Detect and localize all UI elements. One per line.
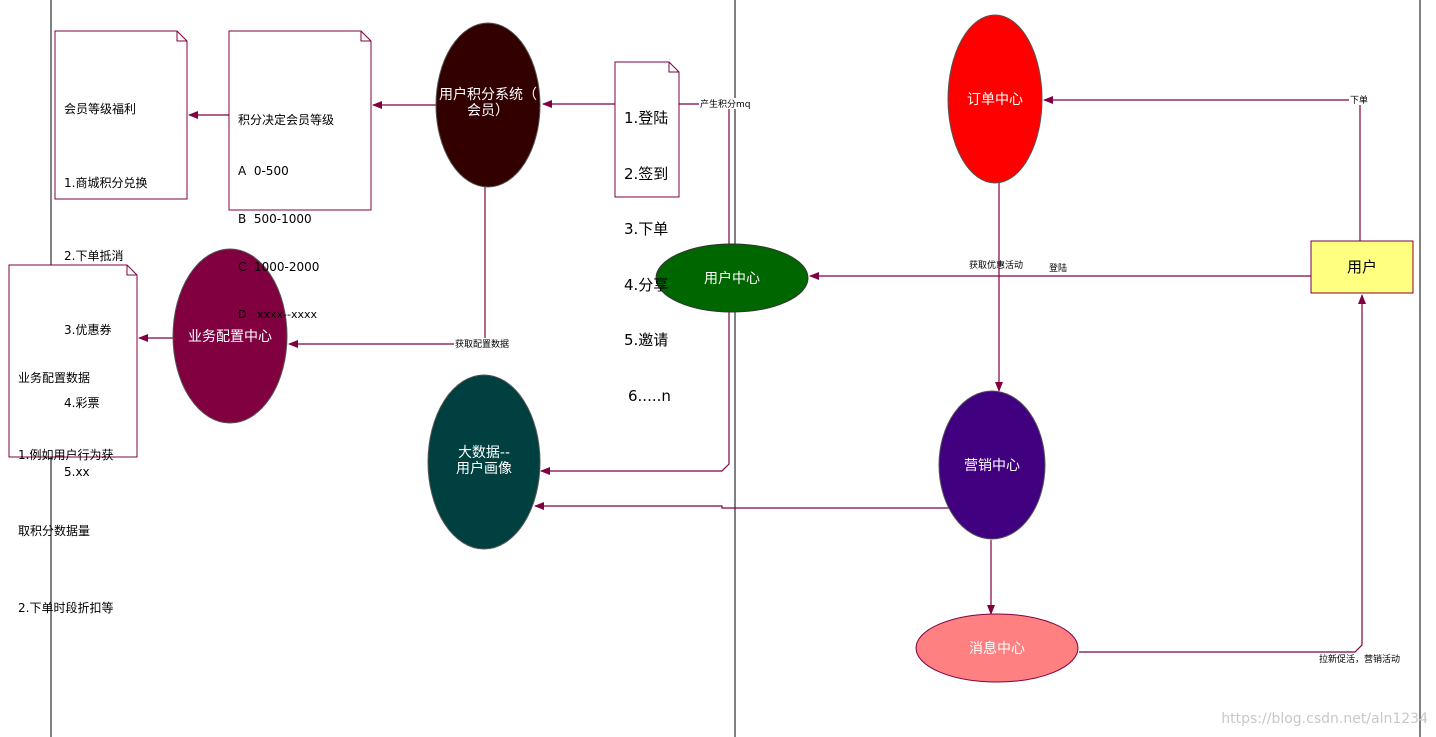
- marketing-center-node: [938, 390, 1046, 540]
- actions-line: 1.登陆: [624, 109, 669, 127]
- actions-line: 2.签到: [624, 164, 669, 183]
- benefits-line: 3.优惠券: [64, 322, 112, 337]
- order-center-label: 订单中心: [967, 92, 1023, 108]
- biz-config-node: [172, 248, 288, 424]
- points-system-node: [435, 22, 541, 188]
- marketing-center-label: 营销中心: [964, 458, 1020, 474]
- watermark: https://blog.csdn.net/aln1234: [1221, 711, 1428, 727]
- actions-line: 5.邀请: [624, 331, 669, 349]
- points-system-label-1: 用户积分系统（: [439, 86, 537, 103]
- bigdata-label-2: 用户画像: [456, 460, 512, 477]
- benefits-note-text: 会员等级福利 1.商城积分兑换 2.下单抵消 3.优惠券 4.彩票 5.xx: [64, 48, 147, 503]
- actions-line: 4.分享: [624, 275, 669, 294]
- edge-label-order: 下单: [1350, 94, 1368, 106]
- config-line: 取积分数据量: [18, 524, 91, 538]
- benefits-note: [54, 30, 188, 200]
- user-label: 用户: [1347, 258, 1377, 276]
- actions-line: 6.....n: [628, 386, 671, 405]
- order-center-node: [947, 14, 1043, 184]
- edge-label-get-config: 获取配置数据: [455, 338, 509, 350]
- message-center-node: [915, 613, 1079, 683]
- config-line: 业务配置数据: [18, 371, 91, 385]
- edge-label-get-promo: 获取优惠活动: [969, 259, 1023, 271]
- bigdata-label-1: 大数据--: [458, 445, 510, 461]
- levels-note: [228, 30, 372, 211]
- levels-line: C 1000-2000: [238, 260, 320, 274]
- message-center-label: 消息中心: [969, 640, 1025, 657]
- actions-note: [614, 61, 680, 198]
- user-node: [1310, 240, 1414, 294]
- biz-config-label: 业务配置中心: [188, 329, 272, 345]
- benefits-line: 4.彩票: [64, 396, 100, 410]
- edge-label-mq: 产生积分mq: [700, 98, 750, 110]
- benefits-line: 会员等级福利: [64, 102, 137, 116]
- config-note-text: 业务配置数据 1.例如用户行为获 取积分数据量 2.下单时段折扣等: [18, 315, 113, 647]
- user-center-node: [655, 243, 809, 313]
- edge-mq: [679, 103, 730, 245]
- levels-line: D xxxx--xxxx: [238, 308, 317, 321]
- edge-label-promo: 拉新促活，营销活动: [1319, 653, 1400, 665]
- user-center-label: 用户中心: [704, 270, 760, 287]
- levels-note-text: 积分决定会员等级 A 0-500 B 500-1000 C 1000-2000 …: [238, 80, 334, 339]
- points-system-label-2: 会员）: [467, 103, 509, 119]
- levels-title: 积分决定会员等级: [238, 113, 335, 127]
- benefits-line: 1.商城积分兑换: [64, 175, 148, 190]
- levels-line: B 500-1000: [238, 212, 312, 226]
- config-line: 2.下单时段折扣等: [18, 600, 114, 615]
- config-note: [8, 264, 138, 458]
- edge-usercenter-bigdata: [540, 312, 730, 475]
- benefits-line: 2.下单抵消: [64, 249, 124, 263]
- edge-label-login: 登陆: [1049, 262, 1067, 274]
- levels-line: A 0-500: [238, 164, 289, 178]
- edge-message-user: [1079, 294, 1366, 653]
- actions-line: 3.下单: [624, 220, 669, 238]
- edge-marketing-bigdata: [534, 502, 950, 510]
- config-line: 1.例如用户行为获: [18, 447, 114, 462]
- actions-note-text: 1.登陆 2.签到 3.下单 4.分享 5.邀请 6.....n: [624, 72, 671, 424]
- edge-user-order: [1043, 96, 1361, 241]
- benefits-line: 5.xx: [64, 464, 90, 479]
- bigdata-node: [427, 374, 541, 550]
